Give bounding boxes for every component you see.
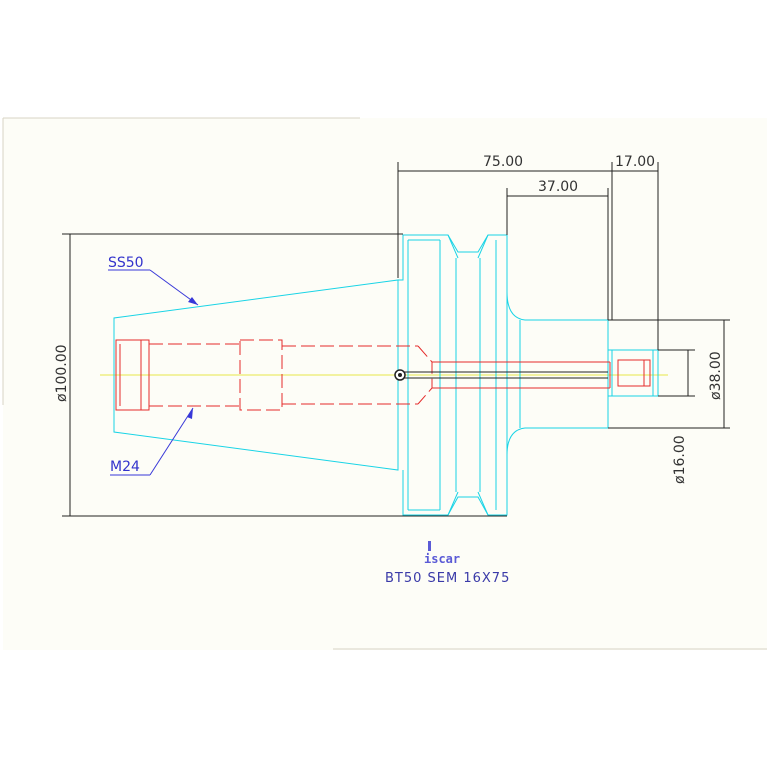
flange (398, 234, 508, 516)
thread-leader (110, 407, 194, 476)
drawing-title: BT50 SEM 16X75 (385, 571, 510, 586)
internal-bore (115, 339, 651, 411)
dim-17: 17.00 (615, 154, 655, 170)
iscar-logo: iscar (424, 541, 460, 566)
thread-label: M24 (110, 459, 140, 475)
drawing-sheet (2, 117, 767, 650)
taper-label: SS50 (108, 255, 144, 271)
logo-text: iscar (424, 552, 460, 566)
nose-body (506, 291, 659, 456)
dim-diameter-38: ø38.00 (708, 351, 724, 400)
dimension-lines (62, 162, 730, 517)
taper-leader (108, 269, 199, 306)
drawbar-line (394, 369, 608, 381)
dim-diameter-16: ø16.00 (672, 435, 688, 484)
dim-75: 75.00 (483, 154, 523, 170)
dim-diameter-100: ø100.00 (54, 344, 70, 402)
dim-37: 37.00 (538, 179, 578, 195)
